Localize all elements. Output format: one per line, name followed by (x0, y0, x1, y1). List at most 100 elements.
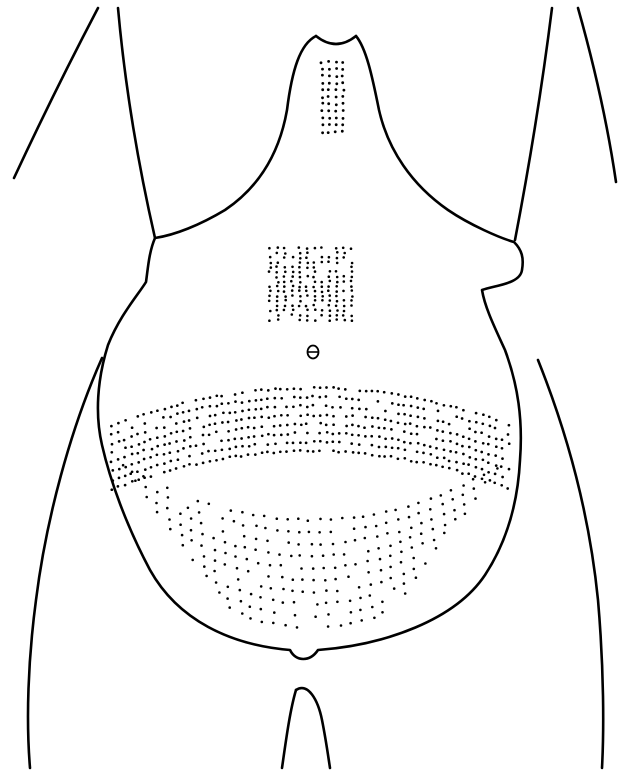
stipple-dot (215, 459, 218, 462)
stipple-dot (324, 579, 327, 582)
stipple-dot (237, 578, 240, 581)
stipple-dot (306, 396, 309, 399)
stipple-dot (260, 425, 263, 428)
stipple-dot (351, 407, 354, 410)
stipple-dot (349, 600, 352, 603)
stipple-dot (306, 294, 309, 297)
stipple-dot (183, 420, 186, 423)
stipple-dot (306, 251, 309, 254)
stipple-dot (277, 290, 280, 293)
stipple-dot (203, 555, 206, 558)
stipple-dot (347, 575, 350, 578)
stipple-dot (311, 555, 314, 558)
stipple-dot (423, 444, 426, 447)
stipple-dot (283, 285, 286, 288)
stipple-dot (468, 437, 471, 440)
stipple-dot (191, 559, 194, 562)
stipple-dot (332, 449, 335, 452)
stipple-dot (201, 452, 204, 455)
stipple-dot (383, 427, 386, 430)
stipple-dot (321, 74, 324, 77)
stipple-dot (306, 406, 309, 409)
stipple-dot (292, 309, 295, 312)
stipple-dot (350, 266, 353, 269)
stipple-dot (390, 392, 393, 395)
stipple-dot (334, 567, 337, 570)
stipple-dot (124, 466, 127, 469)
stipple-dot (241, 445, 244, 448)
stipple-dot (266, 397, 269, 400)
stipple-dot (379, 558, 382, 561)
stipple-dot (365, 408, 368, 411)
stipple-dot (298, 305, 301, 308)
stipple-dot (338, 432, 341, 435)
stipple-dot (236, 567, 239, 570)
stipple-dot (327, 625, 330, 628)
stipple-dot (111, 479, 114, 482)
stipple-dot (389, 545, 392, 548)
stipple-dot (441, 430, 444, 433)
stipple-dot (305, 285, 308, 288)
stipple-dot (318, 432, 321, 435)
stipple-dot (342, 109, 345, 112)
stipple-dot (319, 440, 322, 443)
stipple-dot (325, 589, 328, 592)
stipple-dot (334, 130, 337, 133)
stipple-dot (156, 511, 159, 514)
stipple-dot (343, 310, 346, 313)
stipple-dot (494, 454, 497, 457)
stipple-dot (164, 408, 167, 411)
stipple-dot (243, 535, 246, 538)
stipple-dot (314, 295, 317, 298)
stipple-dot (351, 289, 354, 292)
stipple-dot (306, 450, 309, 453)
stipple-dot (247, 453, 250, 456)
stipple-dot (187, 507, 190, 510)
stipple-dot (260, 608, 263, 611)
stipple-dot (202, 462, 205, 465)
stipple-dot (312, 450, 315, 453)
stipple-dot (312, 286, 315, 289)
stipple-dot (335, 318, 338, 321)
stipple-dot (287, 541, 290, 544)
stipple-dot (247, 426, 250, 429)
stipple-dot (354, 539, 357, 542)
stipple-dot (500, 465, 503, 468)
stipple-dot (274, 387, 277, 390)
stipple-dot (397, 413, 400, 416)
stipple-dot (130, 435, 133, 438)
stipple-dot (207, 450, 210, 453)
stipple-dot (335, 305, 338, 308)
stipple-dot (326, 414, 329, 417)
stipple-dot (299, 300, 302, 303)
stipple-dot (235, 446, 238, 449)
stipple-dot (344, 564, 347, 567)
stipple-dot (183, 439, 186, 442)
stipple-dot (496, 467, 499, 470)
stipple-dot (170, 432, 173, 435)
stipple-dot (280, 397, 283, 400)
stipple-dot (404, 448, 407, 451)
stipple-dot (272, 452, 275, 455)
stipple-dot (292, 578, 295, 581)
stipple-dot (327, 260, 330, 263)
stipple-dot (366, 560, 369, 563)
stipple-dot (218, 591, 221, 594)
stipple-dot (301, 590, 304, 593)
stipple-dot (328, 275, 331, 278)
stipple-dot (110, 433, 113, 436)
stipple-dot (285, 406, 288, 409)
stipple-dot (233, 438, 236, 441)
stipple-dot (351, 262, 354, 265)
stipple-dot (290, 555, 293, 558)
stipple-dot (342, 314, 345, 317)
stipple-dot (118, 468, 121, 471)
stipple-dot (381, 601, 384, 604)
stipple-dot (169, 460, 172, 463)
stipple-dot (273, 611, 276, 614)
stipple-dot (343, 280, 346, 283)
stipple-dot (332, 543, 335, 546)
stipple-dot (190, 539, 193, 542)
stipple-dot (182, 430, 185, 433)
stipple-dot (312, 404, 315, 407)
